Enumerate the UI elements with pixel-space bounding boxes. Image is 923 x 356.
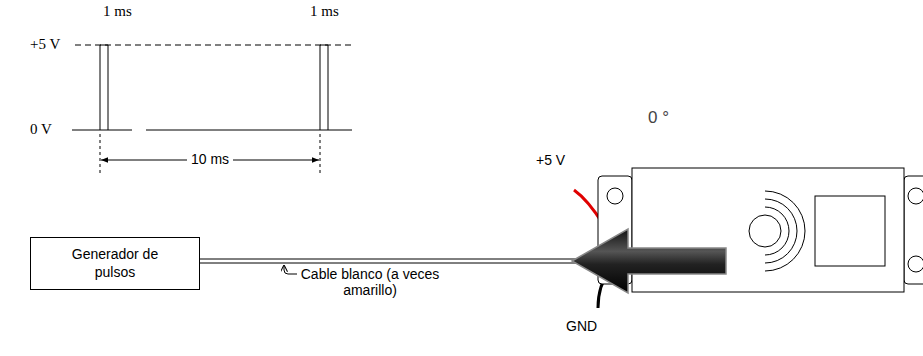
pulse — [100, 45, 108, 130]
voltage-level: +5 V — [30, 36, 60, 53]
cable-label: Cable blanco (a veces amarillo) — [300, 266, 440, 298]
pulse-width: 1 ms — [103, 3, 132, 20]
pin-name: +5 V — [536, 152, 565, 168]
cable — [200, 259, 590, 260]
baseline — [146, 130, 352, 131]
cable — [200, 263, 590, 264]
direction-arrow — [572, 229, 726, 293]
dimension-tick — [100, 134, 101, 176]
leader-line — [284, 266, 297, 275]
generator-box: Generador de pulsos — [30, 237, 200, 290]
box-text: Generador de pulsos — [60, 246, 170, 281]
baseline — [72, 130, 132, 131]
angle-label: 0 ° — [648, 108, 669, 128]
pulse — [320, 45, 328, 130]
pin-name: GND — [566, 318, 597, 334]
period-dimension: 10 ms — [187, 151, 233, 167]
voltage-level: 0 V — [30, 121, 52, 138]
pulse-width: 1 ms — [310, 3, 339, 20]
level-line — [75, 45, 352, 46]
dimension-tick — [320, 134, 321, 176]
